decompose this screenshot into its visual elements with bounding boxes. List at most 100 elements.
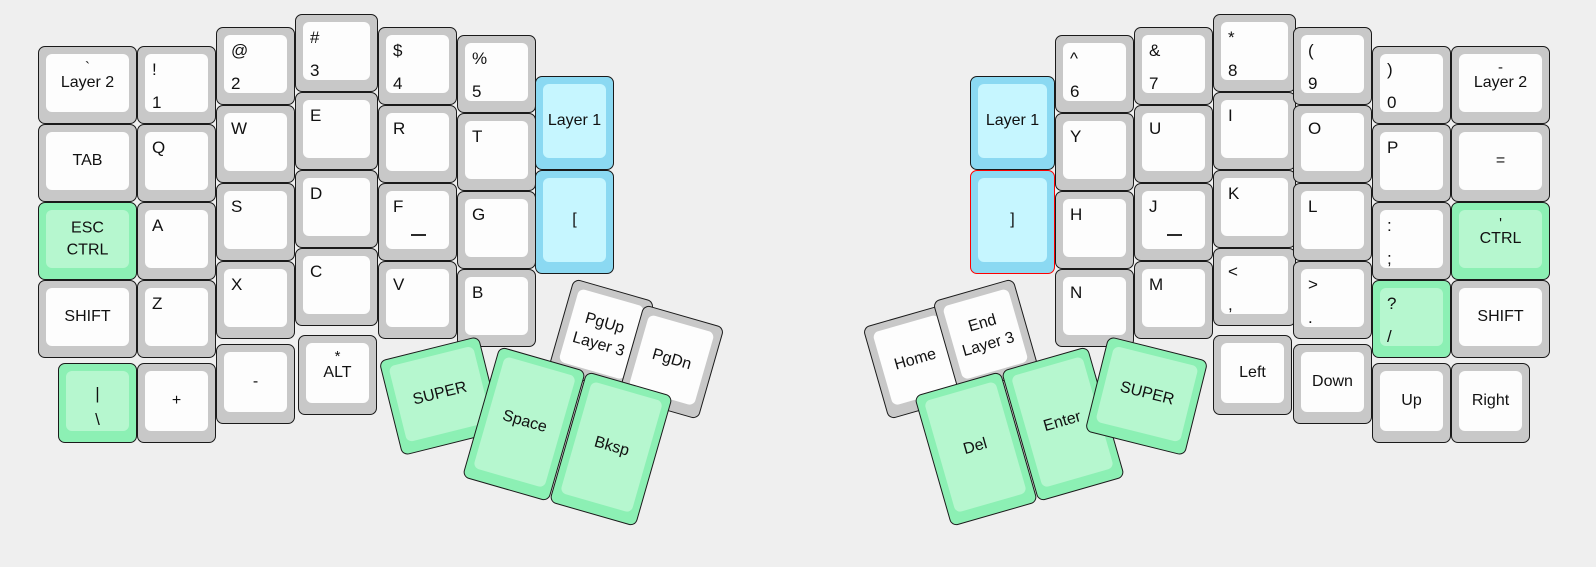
keycap-surface: E bbox=[303, 100, 370, 158]
key-legend-main: Q bbox=[152, 138, 166, 157]
key-l-tab[interactable]: TAB bbox=[38, 124, 137, 202]
key-r-minus-layer2[interactable]: -Layer 2 bbox=[1451, 46, 1550, 124]
key-r-comma[interactable]: <, bbox=[1213, 248, 1296, 326]
key-r-semicolon[interactable]: :; bbox=[1372, 202, 1451, 280]
keycap-surface: -Layer 2 bbox=[1459, 54, 1542, 112]
key-legend-shifted: ) bbox=[1387, 60, 1393, 79]
key-l-f[interactable]: F bbox=[378, 183, 457, 261]
key-legend-shifted: % bbox=[472, 49, 488, 68]
key-r-right[interactable]: Right bbox=[1451, 363, 1530, 443]
key-r-quote-ctrl[interactable]: 'CTRL bbox=[1451, 202, 1550, 280]
key-r-period[interactable]: >. bbox=[1293, 261, 1372, 339]
key-r-down[interactable]: Down bbox=[1293, 344, 1372, 424]
keycap-surface: TAB bbox=[46, 132, 129, 190]
key-r-h[interactable]: H bbox=[1055, 191, 1134, 269]
key-l-minus[interactable]: - bbox=[216, 344, 295, 424]
keycap-surface: `Layer 2 bbox=[46, 54, 129, 112]
key-l-grave-layer2[interactable]: `Layer 2 bbox=[38, 46, 137, 124]
key-r-m[interactable]: M bbox=[1134, 261, 1213, 339]
key-r-k[interactable]: K bbox=[1213, 170, 1296, 248]
keycap-surface: - bbox=[224, 352, 287, 412]
key-r-slash[interactable]: ?/ bbox=[1372, 280, 1451, 358]
key-r-0[interactable]: )0 bbox=[1372, 46, 1451, 124]
key-l-r[interactable]: R bbox=[378, 105, 457, 183]
key-l-z[interactable]: Z bbox=[137, 280, 216, 358]
key-l-2[interactable]: @2 bbox=[216, 27, 295, 105]
key-l-4[interactable]: $4 bbox=[378, 27, 457, 105]
key-l-b[interactable]: B bbox=[457, 269, 536, 347]
key-l-plus[interactable]: + bbox=[137, 363, 216, 443]
key-r-n[interactable]: N bbox=[1055, 269, 1134, 347]
keycap-surface: I bbox=[1221, 100, 1288, 158]
key-r-i[interactable]: I bbox=[1213, 92, 1296, 170]
key-legend-main: , bbox=[1228, 295, 1233, 314]
key-legend-shifted: * bbox=[1228, 28, 1235, 47]
keycap-surface: G bbox=[465, 199, 528, 257]
key-l-w[interactable]: W bbox=[216, 105, 295, 183]
key-r-7[interactable]: &7 bbox=[1134, 27, 1213, 105]
key-l-q[interactable]: Q bbox=[137, 124, 216, 202]
key-legend-main: T bbox=[472, 127, 483, 146]
key-l-s[interactable]: S bbox=[216, 183, 295, 261]
key-l-v[interactable]: V bbox=[378, 261, 457, 339]
key-legend-shifted: ! bbox=[152, 60, 157, 79]
key-legend-main: SUPER bbox=[1118, 378, 1176, 409]
key-r-l[interactable]: L bbox=[1293, 183, 1372, 261]
keycap-surface: K bbox=[1221, 178, 1288, 236]
key-l-g[interactable]: G bbox=[457, 191, 536, 269]
key-l-lbracket[interactable]: [ bbox=[535, 170, 614, 274]
key-legend-main: ALT bbox=[323, 364, 352, 381]
key-l-t[interactable]: T bbox=[457, 113, 536, 191]
key-r-8[interactable]: *8 bbox=[1213, 14, 1296, 92]
key-r-layer1[interactable]: Layer 1 bbox=[970, 76, 1055, 170]
key-r-6[interactable]: ^6 bbox=[1055, 35, 1134, 113]
keycap-surface: C bbox=[303, 256, 370, 314]
key-r-j[interactable]: J bbox=[1134, 183, 1213, 261]
key-legend-main: SUPER bbox=[411, 378, 469, 409]
key-legend-main: M bbox=[1149, 275, 1164, 294]
key-r-equal[interactable]: = bbox=[1451, 124, 1550, 202]
key-l-alt[interactable]: *ALT bbox=[298, 335, 377, 415]
key-legend-main: 0 bbox=[1387, 93, 1397, 112]
key-r-y[interactable]: Y bbox=[1055, 113, 1134, 191]
key-r-p[interactable]: P bbox=[1372, 124, 1451, 202]
key-legend-main: Layer 2 bbox=[1473, 74, 1528, 91]
key-legend-main: A bbox=[152, 216, 164, 235]
key-legend-shifted: | bbox=[95, 384, 100, 403]
key-legend-main: SHIFT bbox=[1477, 308, 1524, 325]
key-l-pipe-bslash[interactable]: |\ bbox=[58, 363, 137, 443]
key-l-layer1[interactable]: Layer 1 bbox=[535, 76, 614, 170]
key-legend-main: 6 bbox=[1070, 82, 1080, 101]
key-legend-shifted: ' bbox=[1499, 215, 1502, 232]
key-l-1[interactable]: !1 bbox=[137, 46, 216, 124]
key-l-e[interactable]: E bbox=[295, 92, 378, 170]
key-legend-main: Bksp bbox=[592, 433, 632, 460]
keycap-surface: ] bbox=[978, 178, 1047, 262]
keycap-surface: SHIFT bbox=[46, 288, 129, 346]
keycap-surface: O bbox=[1301, 113, 1364, 171]
key-r-o[interactable]: O bbox=[1293, 105, 1372, 183]
key-r-left[interactable]: Left bbox=[1213, 335, 1292, 415]
key-r-9[interactable]: (9 bbox=[1293, 27, 1372, 105]
key-legend-main: Home bbox=[892, 345, 939, 374]
key-legend-main: L bbox=[1308, 197, 1318, 216]
key-l-d[interactable]: D bbox=[295, 170, 378, 248]
key-l-x[interactable]: X bbox=[216, 261, 295, 339]
key-legend-main: G bbox=[472, 205, 486, 224]
key-legend-main: B bbox=[472, 283, 484, 302]
key-l-a[interactable]: A bbox=[137, 202, 216, 280]
key-l-5[interactable]: %5 bbox=[457, 35, 536, 113]
key-l-c[interactable]: C bbox=[295, 248, 378, 326]
key-r-u[interactable]: U bbox=[1134, 105, 1213, 183]
keycap-surface: |\ bbox=[66, 371, 129, 431]
key-legend-main: PgDn bbox=[650, 345, 694, 374]
key-l-shift[interactable]: SHIFT bbox=[38, 280, 137, 358]
key-l-3[interactable]: #3 bbox=[295, 14, 378, 92]
key-r-up[interactable]: Up bbox=[1372, 363, 1451, 443]
keycap-surface: X bbox=[224, 269, 287, 327]
keycap-surface: T bbox=[465, 121, 528, 179]
key-r-shift[interactable]: SHIFT bbox=[1451, 280, 1550, 358]
key-r-rbracket[interactable]: ] bbox=[970, 170, 1055, 274]
